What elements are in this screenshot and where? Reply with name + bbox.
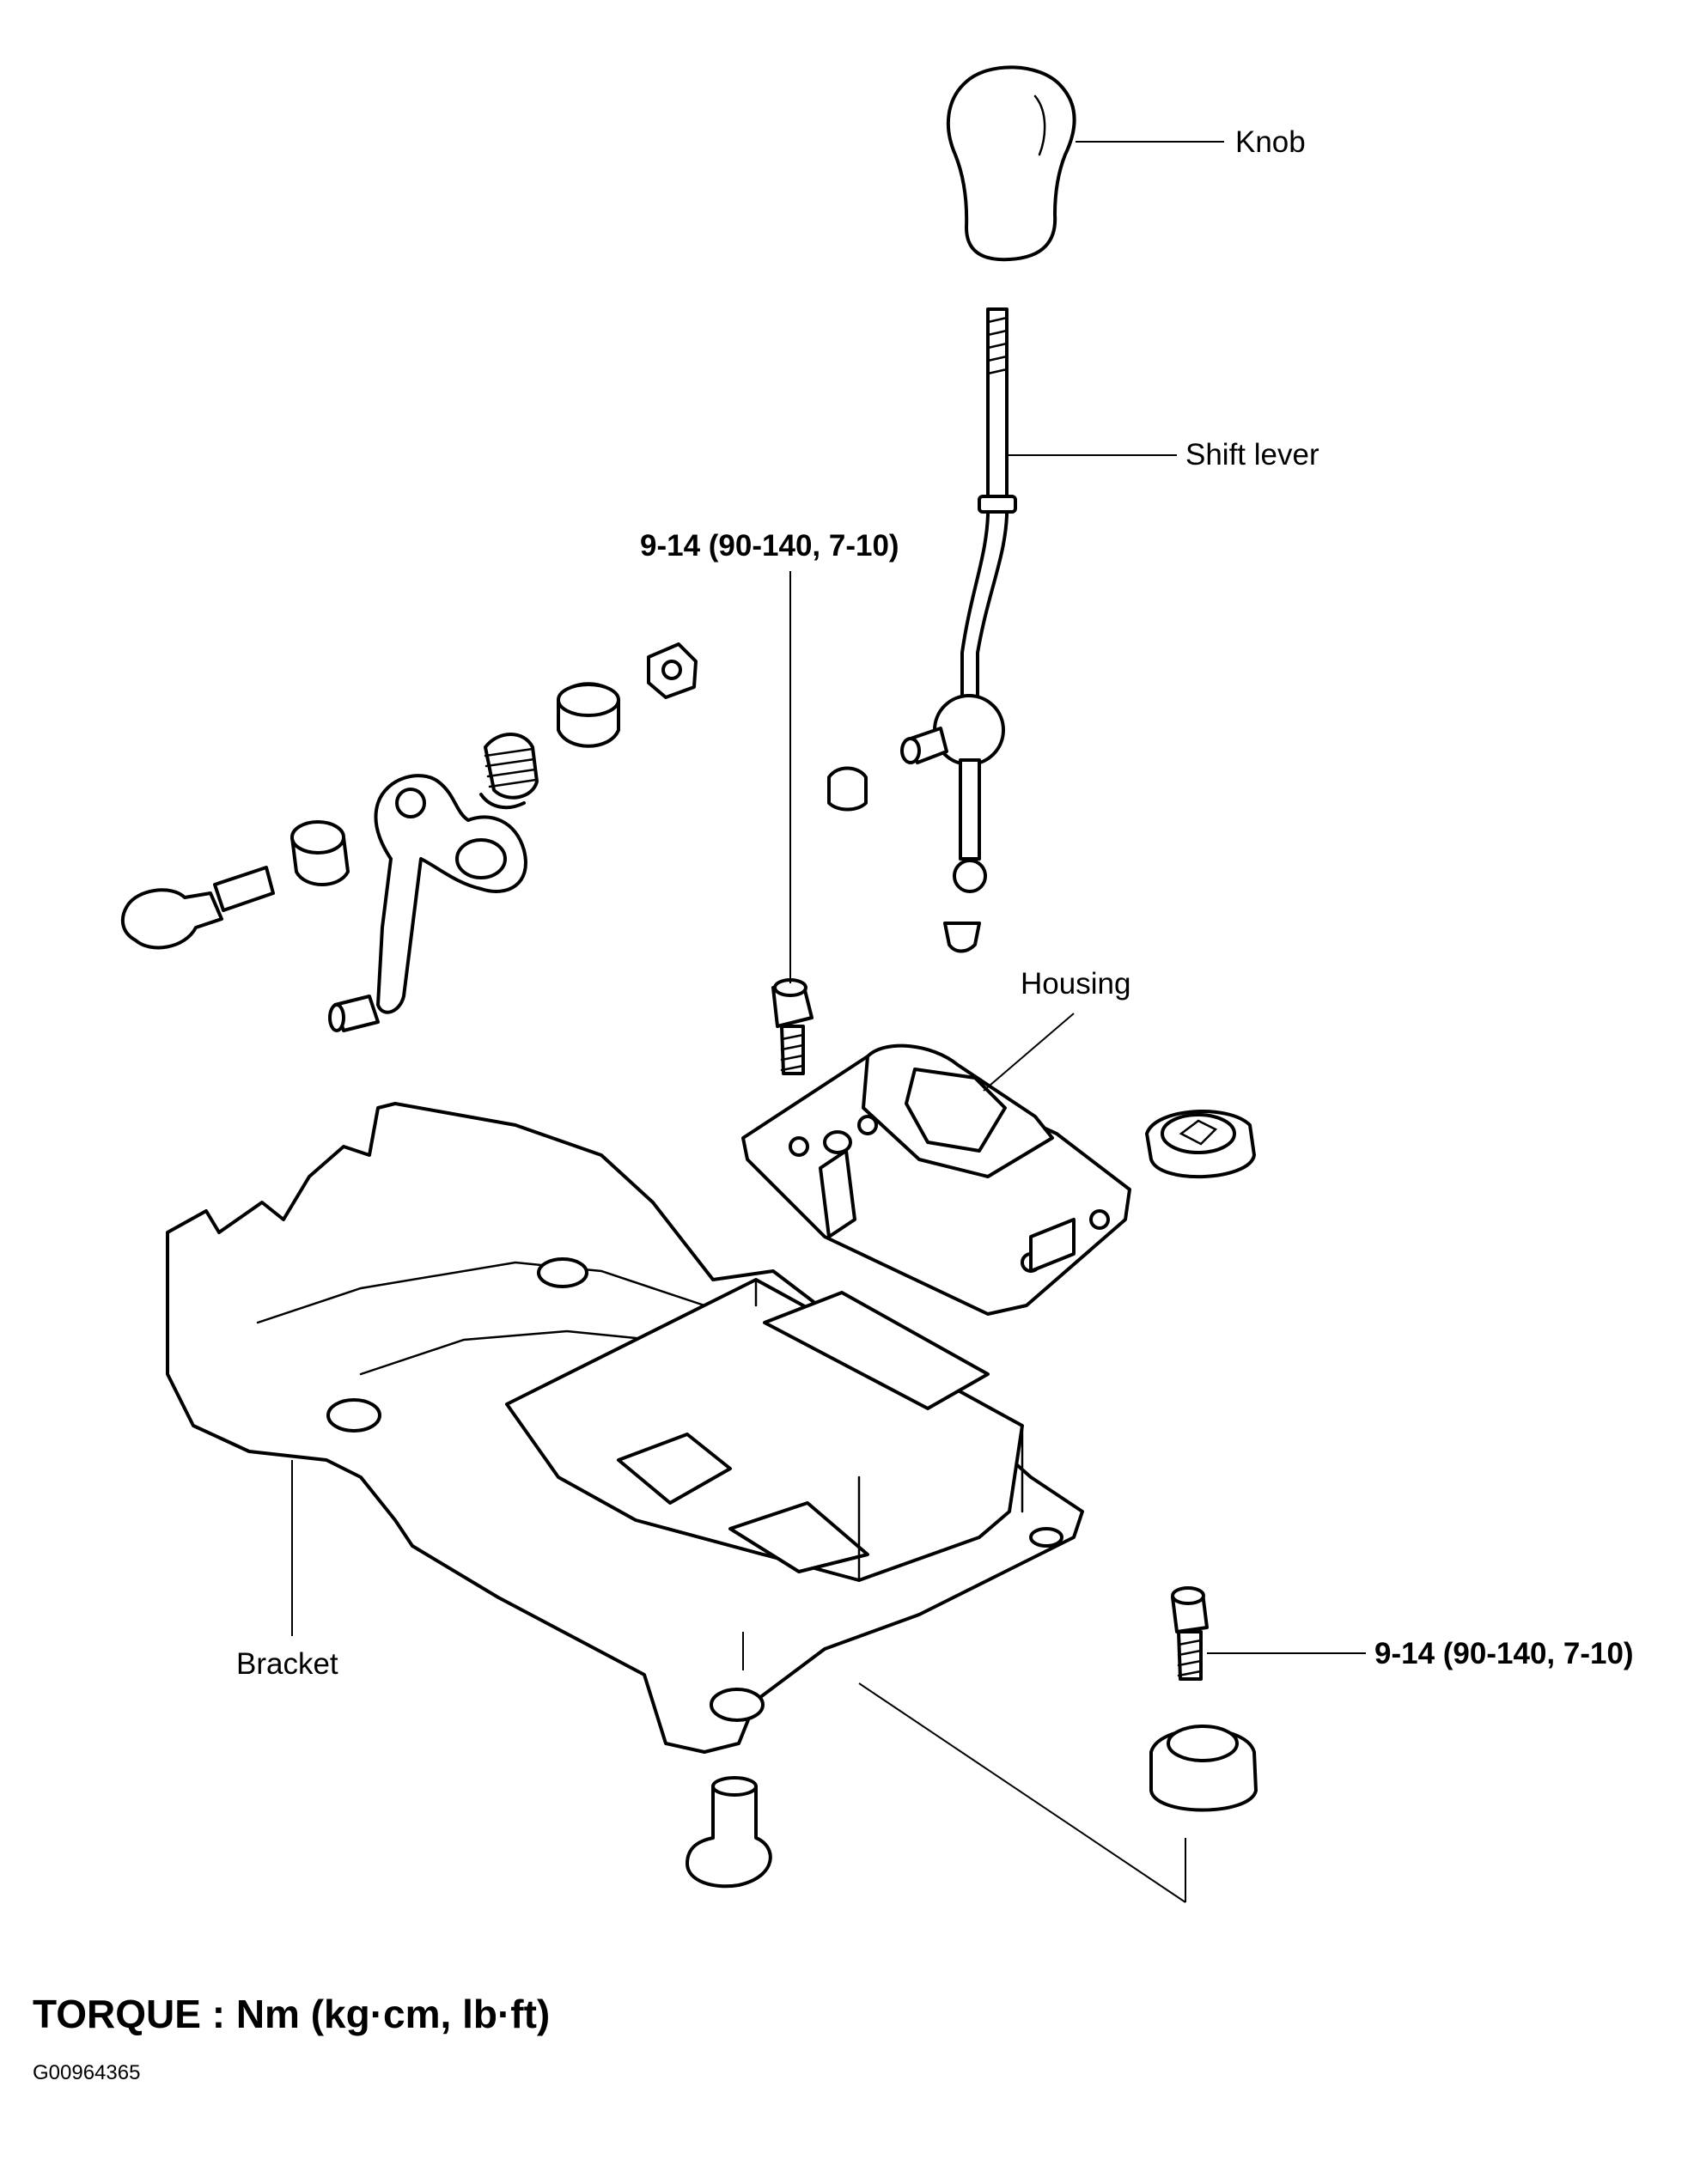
knob-label: Knob xyxy=(1235,125,1306,159)
linkage-parts xyxy=(120,642,698,1032)
grommet-part xyxy=(1145,1110,1256,1179)
bracket-label: Bracket xyxy=(236,1647,338,1681)
torque-spec-top: 9-14 (90-140, 7-10) xyxy=(640,529,899,563)
figure-id: G00964365 xyxy=(33,2061,141,2084)
leader-lines xyxy=(291,141,1366,1903)
housing-label: Housing xyxy=(1021,967,1131,1001)
torque-spec-right: 9-14 (90-140, 7-10) xyxy=(1374,1637,1634,1670)
bracket-part xyxy=(166,1102,1084,1754)
bottom-parts xyxy=(686,1586,1258,1889)
knob-part xyxy=(946,65,1076,262)
cap-part xyxy=(827,766,981,953)
housing-part xyxy=(741,1043,1131,1316)
shift-lever-part xyxy=(900,307,1017,893)
shift-lever-label: Shift lever xyxy=(1185,438,1319,471)
bolt-top-part xyxy=(771,978,814,1075)
torque-unit-footer: TORQUE : Nm (kg·cm, lb·ft) xyxy=(33,1992,551,2036)
